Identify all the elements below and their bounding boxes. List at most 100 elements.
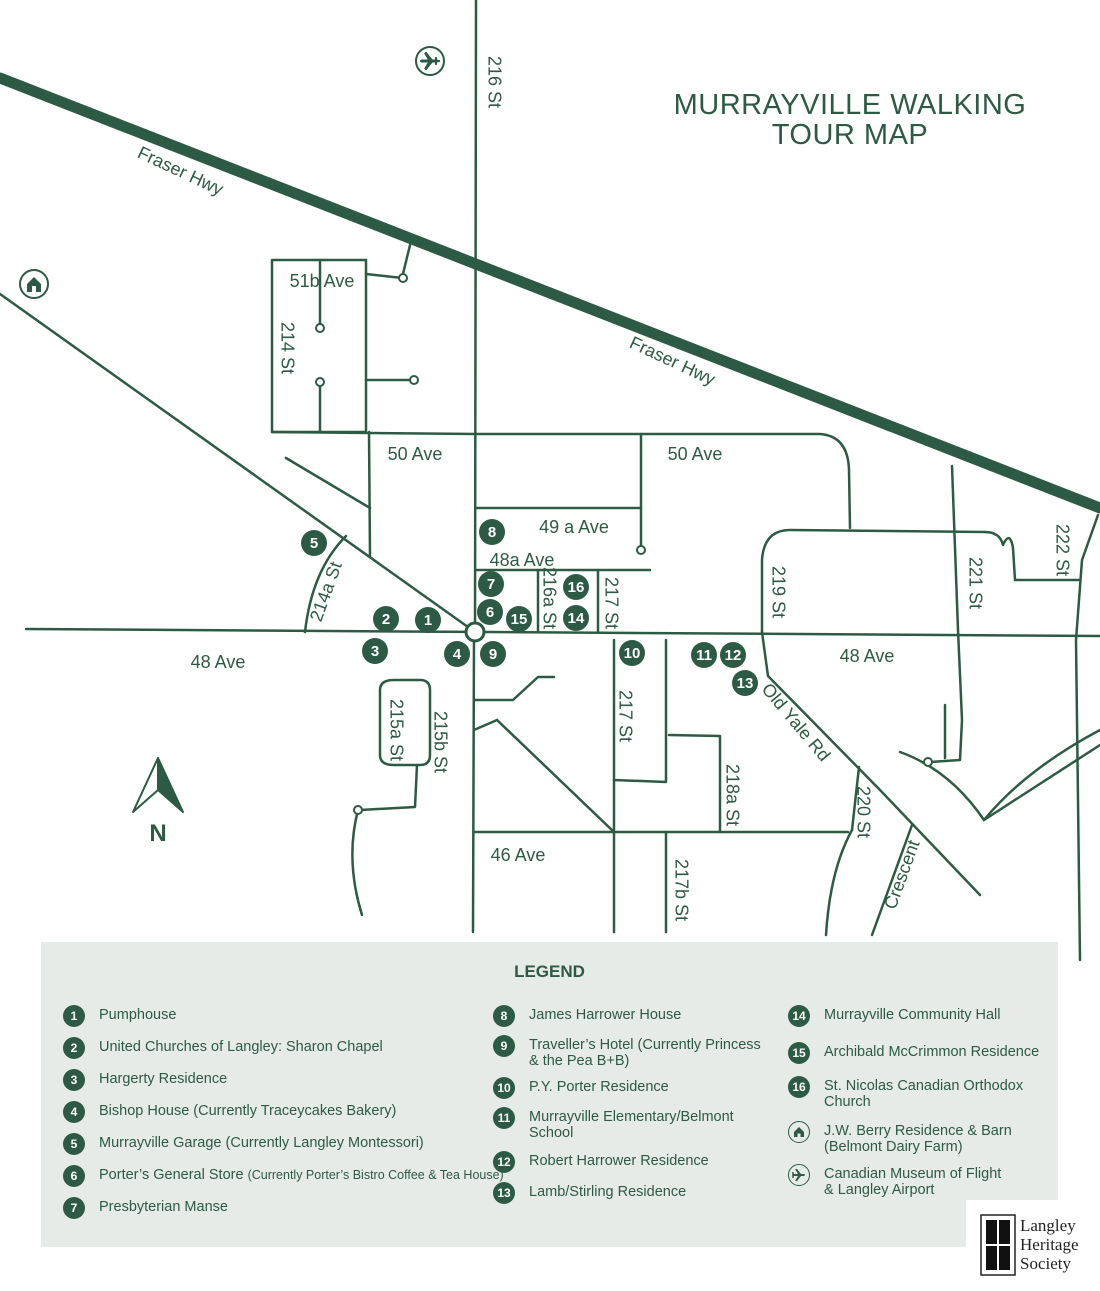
fraser-hwy-road: [0, 72, 1100, 514]
50-ave-east-road: [474, 432, 852, 530]
legend-label-text: United Churches of Langley: Sharon Chape…: [99, 1039, 383, 1055]
legend-label-text: Murrayville Community Hall: [824, 1007, 1001, 1023]
legend-number-badge: 14: [788, 1005, 810, 1027]
logo-window-icon: [980, 1214, 1016, 1276]
legend-label-text: James Harrower House: [529, 1007, 682, 1023]
road-label: 217b St: [671, 859, 691, 921]
legend-label-text: Pumphouse: [99, 1007, 177, 1023]
legend-label: Robert Harrower Residence: [529, 1151, 709, 1169]
legend-label: James Harrower House: [529, 1005, 681, 1023]
marker-circle: [563, 605, 589, 631]
legend-label-line-2: & the Pea B+B): [529, 1053, 630, 1069]
legend-label-text: Lamb/Stirling Residence: [529, 1184, 687, 1200]
road-label: Crescent: [880, 837, 923, 912]
site-marker: 5: [301, 530, 327, 556]
legend-number-badge: 6: [63, 1165, 85, 1187]
legend-number-badge: 16: [788, 1076, 810, 1098]
legend-label: Pumphouse: [99, 1005, 176, 1023]
217-st-south-road: [612, 638, 668, 784]
215b-st-road: [358, 763, 419, 812]
legend-label-text: Robert Harrower Residence: [529, 1153, 709, 1169]
marker-circle: [444, 641, 470, 667]
site-marker: 8: [479, 519, 505, 545]
north-label: N: [149, 820, 166, 847]
marker-number: 12: [725, 647, 742, 664]
logo-line-3: Society: [1020, 1254, 1071, 1273]
219-st-road: [760, 528, 1082, 634]
legend-label-text: Canadian Museum of Flight: [824, 1166, 1002, 1182]
cul-de-sac: [353, 805, 363, 815]
marker-circle: [415, 607, 441, 633]
marker-number: 11: [696, 647, 712, 664]
site-marker: 14: [563, 605, 589, 631]
legend-number-badge: 4: [63, 1101, 85, 1123]
legend-label-text: Traveller’s Hotel (Currently Princess: [529, 1037, 761, 1053]
marker-number: 3: [371, 643, 379, 660]
marker-number: 8: [488, 524, 496, 541]
marker-number: 4: [453, 646, 462, 663]
road-label: 215a St: [386, 699, 406, 761]
legend-label-text: Bishop House (Currently Traceycakes Bake…: [99, 1103, 397, 1119]
road-label: 217 St: [601, 577, 621, 629]
site-marker: 2: [373, 606, 399, 632]
marker-circle: [301, 530, 327, 556]
legend-number-badge: 5: [63, 1133, 85, 1155]
road-label: 214 St: [277, 322, 297, 374]
legend-label: Hargerty Residence: [99, 1069, 227, 1087]
road-label: 50 Ave: [388, 444, 443, 464]
legend-number-badge: 1: [63, 1005, 85, 1027]
legend-label: P.Y. Porter Residence: [529, 1077, 669, 1095]
legend-number-badge: 11: [493, 1107, 515, 1129]
road-label: 222 St: [1052, 524, 1072, 576]
marker-number: 1: [424, 612, 432, 629]
marker-number: 2: [382, 611, 390, 628]
marker-circle: [563, 574, 589, 600]
marker-circle: [373, 606, 399, 632]
road-label: 221 St: [965, 557, 985, 609]
site-marker: 10: [619, 640, 645, 666]
legend-item: 14 Murrayville Community Hall: [788, 1005, 1000, 1027]
legend-number-badge: 8: [493, 1005, 515, 1027]
legend-label: Bishop House (Currently Traceycakes Bake…: [99, 1101, 396, 1119]
marker-circle: [720, 642, 746, 668]
legend-label: Murrayville Community Hall: [824, 1005, 1000, 1023]
legend-label-text: Presbyterian Manse: [99, 1199, 228, 1215]
legend-label-text: Murrayville Elementary/Belmont: [529, 1109, 734, 1125]
roundabout: [464, 621, 486, 643]
222-st-road: [1074, 513, 1100, 962]
legend-label: J.W. Berry Residence & Barn(Belmont Dair…: [824, 1121, 1012, 1155]
crescent-road: [870, 823, 914, 937]
road-label: 48 Ave: [191, 652, 246, 672]
site-marker: 4: [444, 641, 470, 667]
marker-number: 5: [310, 535, 318, 552]
road-label: 214a St: [306, 559, 346, 624]
site-marker: 3: [362, 638, 388, 664]
marker-circle: [691, 642, 717, 668]
road-label: 219 St: [768, 566, 788, 618]
old-yale-rd-road: [760, 630, 982, 897]
logo-line-2: Heritage: [1020, 1235, 1079, 1254]
house-icon: [19, 269, 49, 299]
map-title-line-2: TOUR MAP: [771, 119, 929, 151]
airplane-icon: [415, 46, 445, 76]
legend-label: Presbyterian Manse: [99, 1197, 228, 1215]
logo-text: Langley Heritage Society: [1020, 1216, 1079, 1273]
marker-number: 9: [489, 646, 497, 663]
logo-line-1: Langley: [1020, 1216, 1076, 1235]
cul-de-sac: [315, 323, 325, 333]
legend-label-line-2: & Langley Airport: [824, 1182, 935, 1198]
house-icon: [788, 1121, 810, 1143]
legend-label-note: (Currently Porter’s Bistro Coffee & Tea …: [247, 1168, 504, 1182]
marker-circle: [479, 519, 505, 545]
marker-number: 6: [486, 604, 494, 621]
cul-de-sac: [923, 757, 933, 767]
